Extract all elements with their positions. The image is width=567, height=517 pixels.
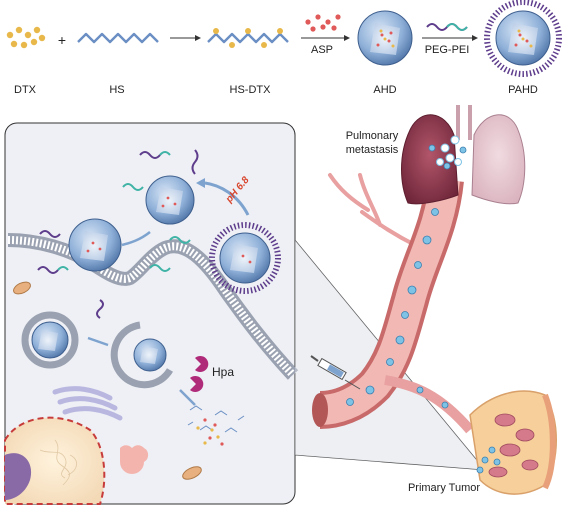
primary-tumor xyxy=(469,390,557,495)
hs-dtx-label: HS-DTX xyxy=(230,84,272,96)
tumor-nanoparticles xyxy=(476,446,501,474)
hpa-label: Hpa xyxy=(212,365,234,379)
er-folds xyxy=(120,445,149,474)
trachea xyxy=(456,105,472,140)
asp-molecules xyxy=(305,14,341,32)
asp-label: ASP xyxy=(311,44,333,56)
tumor-lobules xyxy=(488,413,539,478)
cell-panel: pH 6.8 Hpa xyxy=(4,122,299,505)
endosome-1 xyxy=(21,311,79,369)
arrow-2 xyxy=(301,35,350,41)
arrow-1 xyxy=(170,35,201,41)
ahd-nanoparticle xyxy=(357,10,413,66)
lung-label-line1: Pulmonary xyxy=(346,130,399,142)
release-arrow xyxy=(179,389,196,406)
tumor-label: Primary Tumor xyxy=(408,482,480,494)
peg-pei-chain-segment xyxy=(446,23,468,31)
dtx-label: DTX xyxy=(14,84,37,96)
endosome-2 xyxy=(110,321,174,389)
dtx-molecules xyxy=(6,26,46,49)
lungs xyxy=(401,105,526,205)
circulating-nanoparticles xyxy=(346,208,449,409)
hpa-enzyme xyxy=(190,355,209,392)
ph-arrow xyxy=(204,181,250,216)
ahd-label: AHD xyxy=(373,84,396,96)
vessel-to-tumor xyxy=(384,375,474,434)
hs-chain xyxy=(77,32,159,44)
vessel-branch xyxy=(328,173,417,247)
blood-vessel xyxy=(312,173,474,434)
mitochondrion-top xyxy=(13,281,31,295)
golgi-apparatus xyxy=(52,386,123,421)
syringe-icon xyxy=(310,355,361,390)
lung-left-healthy xyxy=(471,114,526,205)
binding-arrow xyxy=(121,231,151,247)
lung-label-line2: metastasis xyxy=(346,144,399,156)
pahd-label: PAHD xyxy=(508,84,538,96)
hs-dtx-drug-dots xyxy=(213,28,283,48)
metastasis-nanoparticles xyxy=(428,144,467,170)
vessel-opening xyxy=(312,393,328,427)
ph-arrowhead xyxy=(196,178,205,188)
free-peg-chains xyxy=(37,149,199,319)
nanoparticle-binding xyxy=(68,218,122,272)
endosome-arrow xyxy=(87,336,109,347)
plus-sign: + xyxy=(58,32,66,48)
nanoparticle-upper xyxy=(145,175,195,225)
nucleus xyxy=(4,416,106,505)
lung-right-diseased xyxy=(401,114,459,205)
tumor-tissue xyxy=(469,390,557,495)
cell-membrane-inner xyxy=(7,236,296,378)
pahd-arriving xyxy=(209,222,281,294)
metastasis-nodules xyxy=(436,135,462,166)
arrow-3 xyxy=(422,35,478,41)
pahd-nanoparticle xyxy=(484,0,562,77)
mitochondrion-bottom xyxy=(182,466,202,480)
synthesis-row: DTX + HS HS-DTX ASP xyxy=(6,0,562,96)
hs-dtx-chain xyxy=(207,32,289,44)
skin-layer xyxy=(542,393,556,490)
hs-label: HS xyxy=(109,84,124,96)
peg-pei-label: PEG-PEI xyxy=(425,44,470,56)
released-drug-fragments xyxy=(187,405,245,446)
